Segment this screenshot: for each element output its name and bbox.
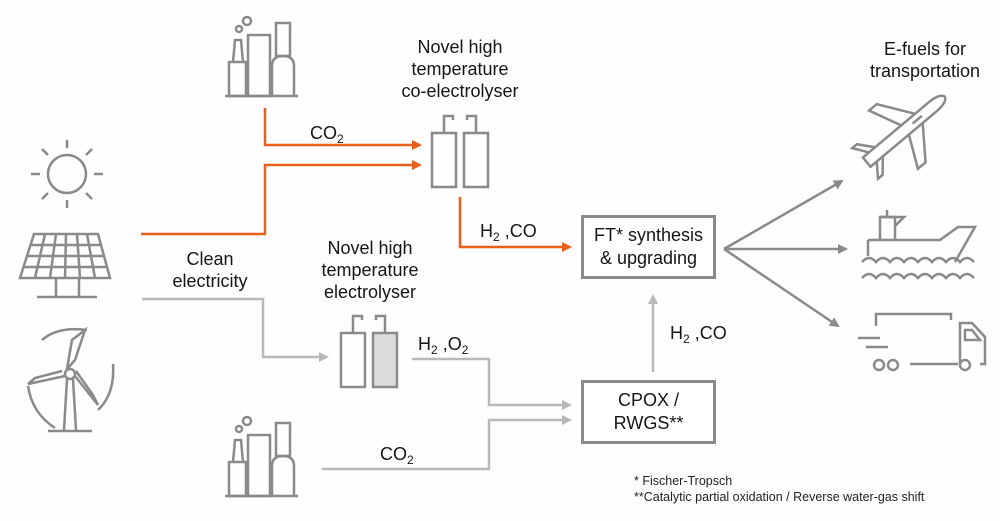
electrolyser-label: Novel high temperature electrolyser (305, 237, 435, 303)
formula-text: H (670, 323, 683, 343)
subscript: 2 (407, 453, 414, 467)
formula-text: ,O (437, 334, 462, 354)
arrow-to-airplane (723, 179, 844, 251)
footnote-cpox-rwgs: **Catalytic partial oxidation / Reverse … (634, 490, 925, 504)
wind-turbine-icon (26, 326, 115, 433)
syngas-arrow-to-ft (458, 197, 572, 252)
co2-label-bottom: CO2 (380, 443, 414, 471)
box-line: FT* synthesis (593, 225, 704, 245)
box-line: CPOX / (617, 390, 679, 410)
co2-arrow-bottom (322, 415, 572, 471)
truck-icon (858, 312, 987, 372)
formula-text: CO (310, 123, 337, 143)
electricity-arrow-electrolyser (142, 297, 329, 362)
cpox-rwgs-box: CPOX / RWGS** (581, 380, 716, 444)
co-electrolyser-label: Novel high temperature co-electrolyser (395, 36, 525, 102)
label-line: E-fuels for (883, 39, 967, 59)
clean-electricity-label: Clean electricity (155, 248, 265, 292)
ship-icon (861, 210, 978, 280)
gray-flows (142, 294, 658, 471)
label-line: electricity (172, 271, 248, 291)
sun-icon (31, 140, 103, 208)
solar-panel-icon (18, 232, 112, 299)
co2-label-top: CO2 (310, 122, 344, 150)
subscript: 2 (461, 343, 469, 357)
output-flows (723, 179, 848, 328)
arrow-to-truck (723, 247, 840, 328)
electrolyser-icon (339, 314, 399, 389)
h2o2-arrow (412, 357, 572, 410)
formula-text: H (480, 221, 493, 241)
subscript: 2 (683, 332, 690, 346)
formula-text: ,CO (689, 323, 727, 343)
formula-text: ,CO (499, 221, 537, 241)
label-line: Novel high (417, 37, 503, 57)
label-line: transportation (869, 61, 981, 81)
orange-flows (141, 108, 572, 252)
label-line: Clean (186, 249, 234, 269)
box-line: & upgrading (599, 248, 698, 268)
h2co-label-mid: H2 ,CO (670, 322, 727, 350)
ft-synthesis-box: FT* synthesis & upgrading (581, 215, 716, 279)
formula-text: H (418, 334, 431, 354)
h2co-label-top: H2 ,CO (480, 220, 537, 248)
formula-text: CO (380, 444, 407, 464)
footnote-fischer-tropsch: * Fischer-Tropsch (634, 474, 733, 488)
subscript: 2 (337, 132, 344, 146)
subscript: 2 (431, 343, 438, 357)
label-line: temperature (411, 59, 509, 79)
subscript: 2 (493, 230, 500, 244)
label-line: temperature (321, 260, 419, 280)
electricity-arrow-co-electrolyser (141, 160, 422, 236)
label-line: electrolyser (323, 282, 417, 302)
factory-icon-bottom (225, 415, 298, 498)
airplane-icon (849, 94, 947, 182)
label-line: co-electrolyser (401, 81, 519, 101)
label-line: Novel high (327, 238, 413, 258)
box-line: RWGS** (613, 413, 684, 433)
factory-icon-top (225, 15, 298, 98)
co-electrolyser-icon (430, 114, 490, 189)
h2o2-label: H2 ,O2 (418, 333, 468, 361)
e-fuels-title: E-fuels for transportation (855, 38, 995, 82)
co2-arrow-top (263, 108, 422, 150)
